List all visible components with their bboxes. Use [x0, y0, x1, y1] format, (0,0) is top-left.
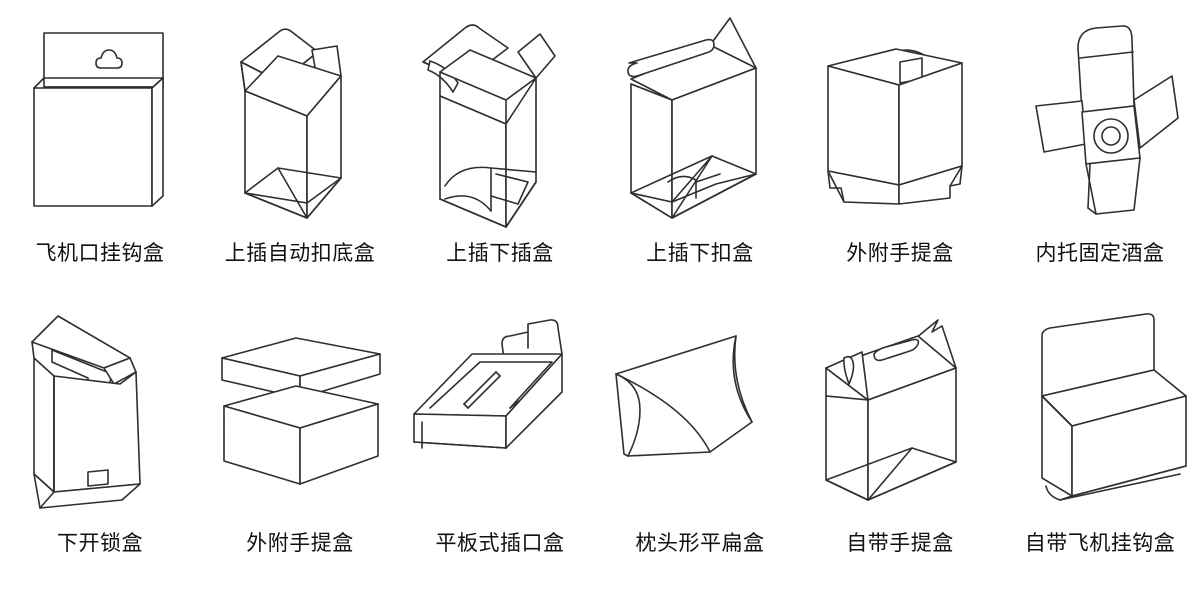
box-style-grid: 飞机口挂钩盒: [0, 6, 1200, 555]
box-style-label: 自带飞机挂钩盒: [1024, 531, 1176, 555]
external-handle-box-icon: [800, 6, 1000, 238]
box-style-cell-9[interactable]: 平板式插口盒: [400, 296, 600, 586]
box-style-label: 外附手提盒: [846, 241, 954, 265]
box-style-cell-3[interactable]: 上插下插盒: [400, 6, 600, 296]
lid-and-base-box-icon: [200, 296, 400, 528]
box-style-cell-6[interactable]: 内托固定酒盒: [1000, 6, 1200, 296]
built-in-handle-box-icon: [800, 296, 1000, 528]
pillow-flat-box-icon: [600, 296, 800, 528]
box-style-cell-5[interactable]: 外附手提盒: [800, 6, 1000, 296]
top-tuck-bottom-lock-box-icon: [600, 6, 800, 238]
built-in-hanging-hook-box-icon: [1000, 296, 1200, 528]
box-style-label: 内托固定酒盒: [1035, 241, 1165, 265]
box-style-cell-7[interactable]: 下开锁盒: [0, 296, 200, 586]
box-style-label: 上插下扣盒: [646, 241, 754, 265]
hanging-hook-tab-box-icon: [0, 6, 200, 238]
box-style-label: 平板式插口盒: [435, 531, 565, 555]
box-style-label: 飞机口挂钩盒: [35, 241, 165, 265]
box-style-label: 上插自动扣底盒: [224, 241, 376, 265]
box-style-cell-10[interactable]: 枕头形平扁盒: [600, 296, 800, 586]
box-style-label: 上插下插盒: [446, 241, 554, 265]
box-style-cell-11[interactable]: 自带手提盒: [800, 296, 1000, 586]
box-style-label: 外附手提盒: [246, 531, 354, 555]
box-style-label: 枕头形平扁盒: [635, 531, 765, 555]
flat-tray-tuck-box-icon: [400, 296, 600, 528]
box-style-label: 下开锁盒: [57, 531, 143, 555]
box-style-cell-4[interactable]: 上插下扣盒: [600, 6, 800, 296]
box-style-cell-12[interactable]: 自带飞机挂钩盒: [1000, 296, 1200, 586]
box-style-cell-2[interactable]: 上插自动扣底盒: [200, 6, 400, 296]
bottom-open-lock-box-icon: [0, 296, 200, 528]
top-tuck-bottom-tuck-box-icon: [400, 6, 600, 238]
box-style-label: 自带手提盒: [846, 531, 954, 555]
box-style-cell-1[interactable]: 飞机口挂钩盒: [0, 6, 200, 296]
top-tuck-auto-lock-bottom-box-icon: [200, 6, 400, 238]
inner-tray-wine-box-icon: [1000, 6, 1200, 238]
box-style-cell-8[interactable]: 外附手提盒: [200, 296, 400, 586]
